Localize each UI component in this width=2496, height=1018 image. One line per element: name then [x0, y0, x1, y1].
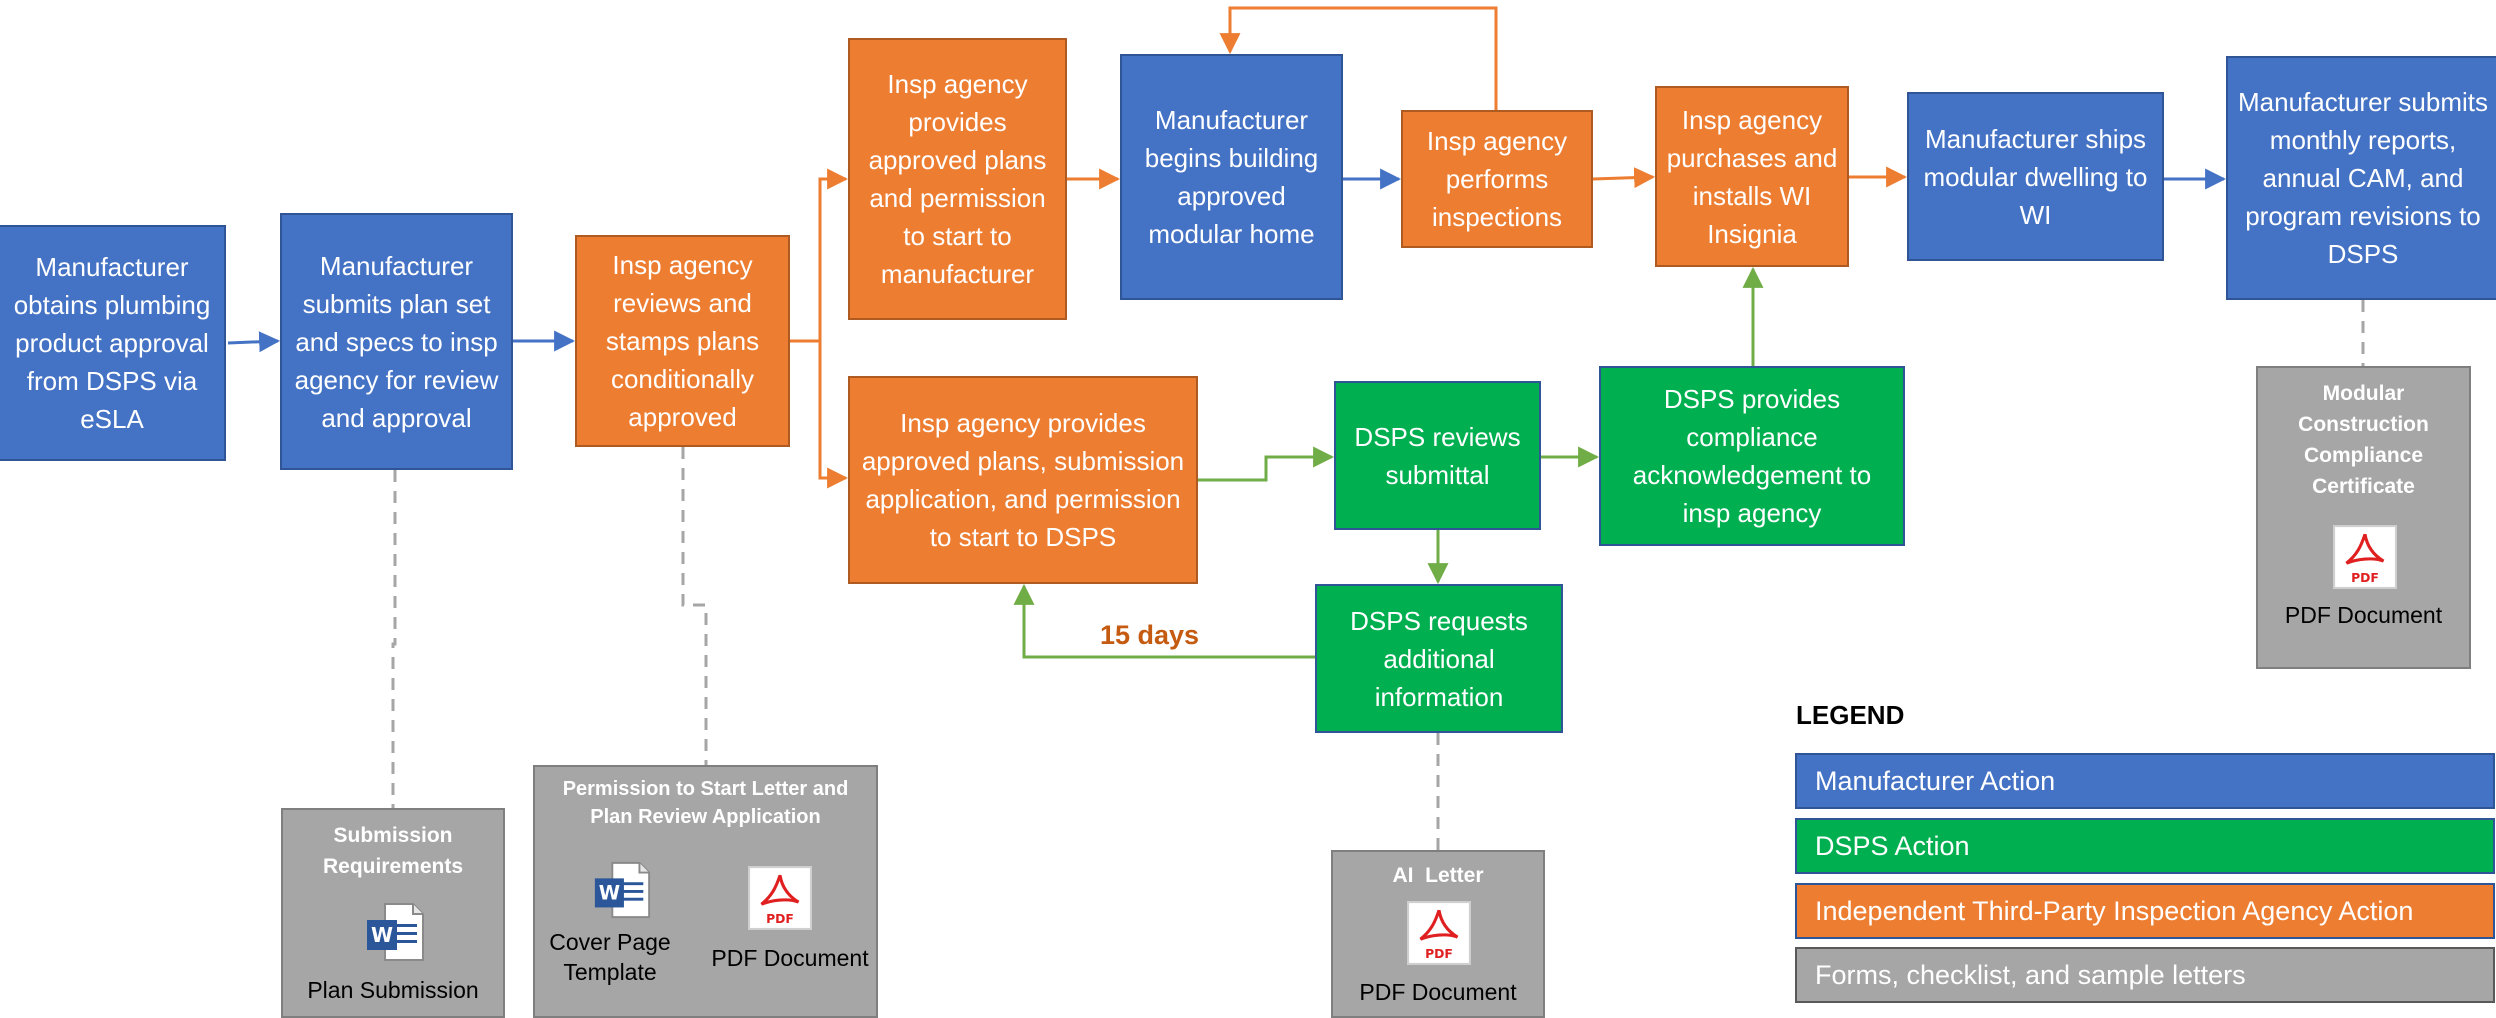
arrow-obtains-to-submits [227, 331, 281, 353]
doc-ai-letter: AI Letter PDF PDF Document [1331, 850, 1545, 1018]
node-insp-purchases-insignia: Insp agency purchases and installs WI In… [1655, 86, 1849, 267]
doc-title: AI Letter [1392, 864, 1484, 887]
legend-title: LEGEND [1796, 700, 1905, 730]
legend-item-inspection-agency: Independent Third-Party Inspection Agenc… [1795, 883, 2495, 939]
doc-title: Modular Construction Compliance Certific… [2298, 382, 2429, 498]
svg-text:W: W [371, 923, 393, 947]
doc-item-label: PDF Document [711, 945, 869, 971]
node-manufacturer-ships-dwelling: Manufacturer ships modular dwelling to W… [1907, 92, 2164, 261]
dashed-link-permission [681, 447, 708, 765]
doc-item-label: PDF Document [2284, 602, 2443, 628]
arrow-requests-back-to-provides [1013, 583, 1315, 659]
arrow-reviews-branch-down [818, 341, 849, 489]
svg-text:PDF: PDF [1425, 947, 1453, 961]
arrow-performs-loop [1219, 6, 1498, 110]
arrow-provides-dsps-to-reviews [1198, 446, 1335, 482]
node-manufacturer-submits-plan: Manufacturer submits plan set and specs … [280, 213, 513, 470]
arrow-reviews-branch-up [790, 168, 849, 343]
node-dsps-requests-information: DSPS requests additional information [1315, 584, 1563, 733]
node-insp-performs-inspections: Insp agency performs inspections [1401, 110, 1593, 248]
word-document-icon[interactable]: W [363, 900, 427, 969]
node-manufacturer-submits-reports: Manufacturer submits monthly reports, an… [2226, 56, 2496, 300]
node-insp-provides-to-dsps: Insp agency provides approved plans, sub… [848, 376, 1198, 584]
pdf-document-icon[interactable]: PDF [2332, 524, 2398, 595]
dashed-link-submission [391, 470, 397, 808]
node-manufacturer-obtains-approval: Manufacturer obtains plumbing product ap… [0, 225, 226, 461]
svg-text:PDF: PDF [766, 912, 794, 926]
doc-item-label: PDF Document [1359, 979, 1517, 1005]
doc-submission-requirements: Submission Requirements W Plan Submissio… [281, 808, 505, 1018]
legend-item-dsps: DSPS Action [1795, 818, 2495, 874]
node-insp-provides-to-manufacturer: Insp agency provides approved plans and … [848, 38, 1067, 320]
svg-text:PDF: PDF [2351, 571, 2379, 585]
node-insp-reviews-plans: Insp agency reviews and stamps plans con… [575, 235, 790, 447]
pdf-document-icon[interactable]: PDF [1406, 900, 1472, 971]
doc-compliance-certificate: Modular Construction Compliance Certific… [2256, 366, 2471, 669]
word-document-icon[interactable]: W [591, 859, 653, 926]
doc-title: Submission Requirements [322, 824, 464, 878]
doc-title: Permission to Start Letter and Plan Revi… [562, 778, 849, 828]
doc-item-label: Plan Submission [307, 977, 479, 1003]
pdf-document-icon[interactable]: PDF [747, 865, 813, 936]
label-15-days: 15 days [1100, 620, 1200, 650]
doc-item-label: Cover Page Template [549, 929, 671, 985]
svg-text:W: W [599, 882, 620, 905]
node-manufacturer-begins-building: Manufacturer begins building approved mo… [1120, 54, 1343, 300]
doc-permission-letter: Permission to Start Letter and Plan Revi… [533, 765, 878, 1018]
legend-item-manufacturer: Manufacturer Action [1795, 753, 2495, 809]
legend-item-forms: Forms, checklist, and sample letters [1795, 947, 2495, 1003]
node-dsps-reviews-submittal: DSPS reviews submittal [1334, 381, 1541, 530]
node-dsps-provides-compliance: DSPS provides compliance acknowledgement… [1599, 366, 1905, 546]
arrow-performs-to-purchases [1592, 167, 1656, 189]
